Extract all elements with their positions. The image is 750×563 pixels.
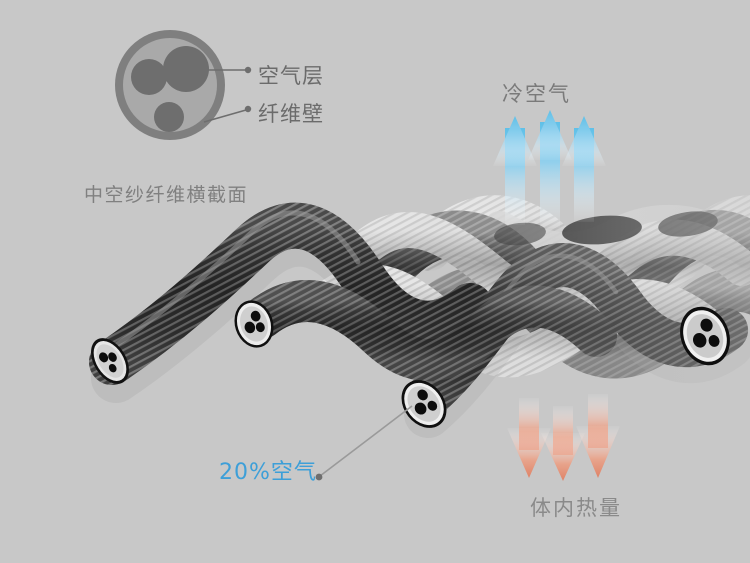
air-percent-label: 20%空气	[219, 460, 317, 485]
body-heat-arrow-1	[507, 398, 551, 478]
callout-leader-fiber-wall	[203, 105, 252, 123]
body-heat-arrow-3	[576, 394, 620, 478]
fiber-cut-end-lower	[401, 380, 447, 428]
callout-label-fiber-wall: 纤维壁	[258, 102, 324, 126]
fiber-cut-end-middle	[234, 300, 274, 348]
cold-air-arrow-2	[528, 110, 572, 228]
air-hole-left	[131, 59, 167, 95]
air-hole-bottom	[154, 102, 184, 132]
body-heat-arrow-2	[541, 406, 585, 481]
air-hole-top-right	[163, 46, 209, 92]
fiber-cut-end-left	[91, 338, 129, 384]
body-heat-label: 体内热量	[530, 496, 622, 520]
callout-leader-air-layer	[192, 66, 252, 74]
cold-air-label: 冷空气	[502, 82, 571, 106]
cold-air-arrow-3	[562, 116, 606, 222]
fiber-cut-end-right	[680, 306, 730, 366]
cold-air-arrow-1	[493, 116, 537, 225]
cross-section-caption: 中空纱纤维横截面	[84, 184, 249, 206]
air-percent-leader-dot	[315, 473, 323, 481]
callout-label-air-layer: 空气层	[258, 64, 324, 88]
air-percent-leader-line	[319, 405, 413, 477]
